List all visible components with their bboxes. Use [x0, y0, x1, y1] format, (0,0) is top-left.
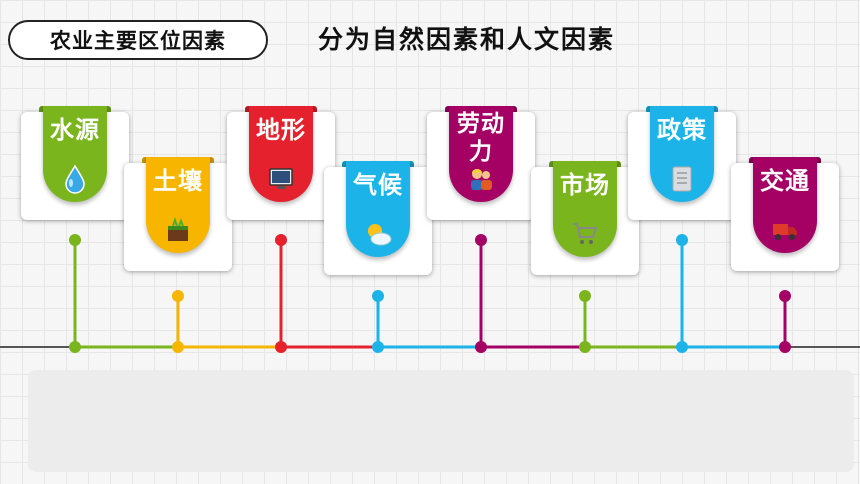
workers-icon: [466, 164, 496, 194]
factor-label: 气候: [353, 171, 403, 199]
water-drop-icon: [60, 164, 90, 194]
timeline-node: [676, 341, 688, 353]
factor-tab: 市场: [553, 161, 617, 257]
factor-label: 交通: [760, 167, 810, 195]
timeline-dot: [372, 290, 384, 302]
timeline-dot: [579, 290, 591, 302]
document-icon: [667, 164, 697, 194]
page-subtitle: 分为自然因素和人文因素: [318, 25, 616, 54]
timeline-dot: [69, 234, 81, 246]
factor-tab: 交通: [753, 157, 817, 253]
factor-label: 市场: [560, 171, 610, 199]
timeline-node: [69, 341, 81, 353]
factor-tab: 水源: [43, 106, 107, 202]
timeline-dot: [779, 290, 791, 302]
factor-tab: 气候: [346, 161, 410, 257]
factor-label: 劳动力: [457, 111, 505, 165]
factor-tab: 劳动力: [449, 106, 513, 202]
factor-label: 地形: [256, 116, 306, 144]
timeline-node: [779, 341, 791, 353]
soil-icon: [163, 215, 193, 245]
timeline-node: [372, 341, 384, 353]
cart-icon: [570, 219, 600, 249]
timeline-node: [275, 341, 287, 353]
timeline-dot: [475, 234, 487, 246]
factor-tab: 地形: [249, 106, 313, 202]
timeline-dot: [676, 234, 688, 246]
truck-icon: [770, 215, 800, 245]
timeline-node: [172, 341, 184, 353]
factor-label: 土壤: [153, 167, 203, 195]
factor-tab: 政策: [650, 106, 714, 202]
factor-tab: 土壤: [146, 157, 210, 253]
factor-label: 政策: [657, 116, 707, 144]
timeline-dot: [172, 290, 184, 302]
page-title: 农业主要区位因素: [50, 29, 226, 53]
sun-cloud-icon: [363, 219, 393, 249]
title-pill: 农业主要区位因素: [8, 20, 268, 60]
factor-label: 水源: [50, 116, 100, 144]
timeline-node: [475, 341, 487, 353]
timeline-dot: [275, 234, 287, 246]
content-panel: [28, 370, 854, 472]
computer-icon: [266, 164, 296, 194]
timeline-node: [579, 341, 591, 353]
